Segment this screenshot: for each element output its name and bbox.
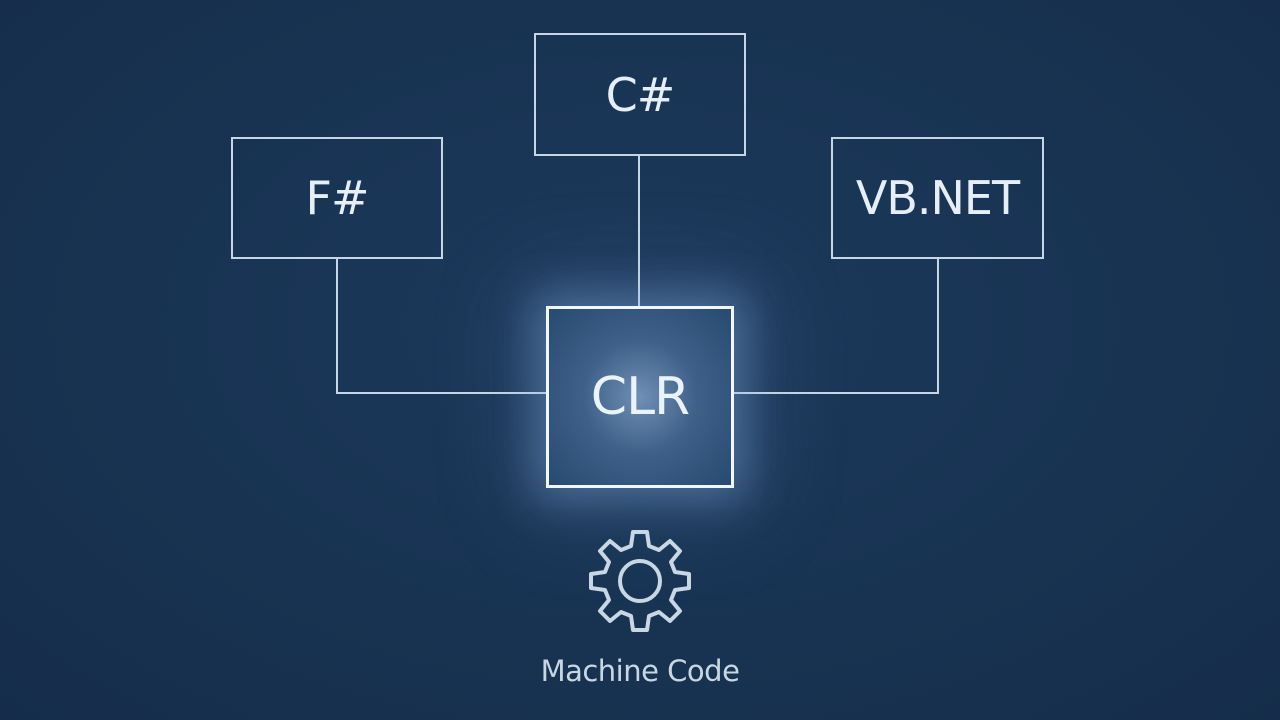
fsharp-node: F# [231,137,443,259]
csharp-node: C# [534,33,746,156]
vbnet-node-label: VB.NET [855,171,1020,225]
connector-fsharp-clr [336,259,546,394]
machine-code-label: Machine Code [540,654,740,688]
connector-vbnet-clr [734,259,939,394]
fsharp-node-label: F# [305,171,369,225]
csharp-node-label: C# [605,67,676,122]
gear-icon [589,530,691,632]
clr-node-label: CLR [590,367,690,427]
vbnet-node: VB.NET [831,137,1044,259]
clr-node: CLR [546,306,734,488]
